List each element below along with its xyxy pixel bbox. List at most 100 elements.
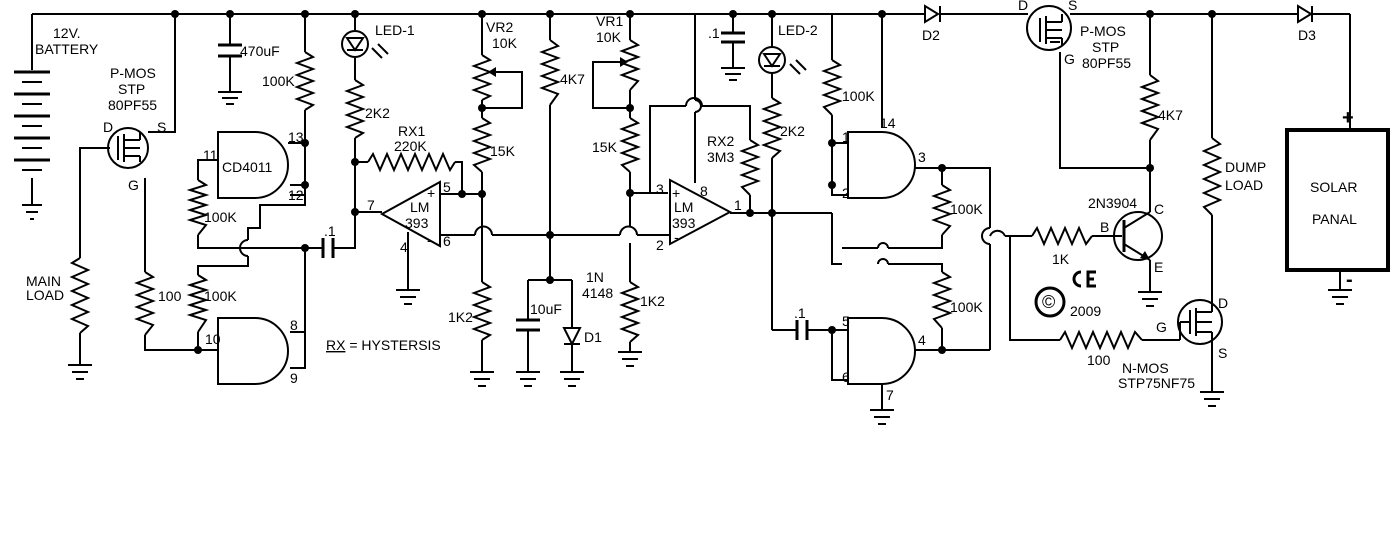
r4k7-mid-label: 4K7 xyxy=(560,71,585,87)
nand-gate-bottom xyxy=(847,317,916,385)
hysteresis-note: RX = HYSTERSIS xyxy=(326,337,441,353)
led1-symbol xyxy=(341,30,389,59)
r4k7-right xyxy=(1139,74,1161,141)
lm393a-minus: - xyxy=(427,232,432,248)
pin-1-lm: 1 xyxy=(734,197,742,213)
cap-0-1-top-label: .1 xyxy=(708,25,720,41)
diode-d2-label: D2 xyxy=(922,27,940,43)
pmos2-gate: G xyxy=(1064,51,1075,67)
pmos2-type: P-MOS xyxy=(1080,23,1126,39)
nmos-gate: G xyxy=(1156,319,1167,335)
diode-d3-label: D3 xyxy=(1298,27,1316,43)
cap-0-1-top-symbol xyxy=(721,31,745,44)
r100-right xyxy=(1059,329,1143,351)
rx1-value: 220K xyxy=(394,138,427,154)
vr2-symbol xyxy=(471,54,505,101)
r1k2-left-label: 1K2 xyxy=(448,309,473,325)
r100-left-label: 100 xyxy=(158,288,182,304)
gate-pin-3: 3 xyxy=(918,149,926,165)
r100k-g3-label: 100K xyxy=(950,201,983,217)
pin-7: 7 xyxy=(367,197,375,213)
r1k2-right-label: 1K2 xyxy=(640,293,665,309)
dump-load-line2: LOAD xyxy=(1225,177,1263,193)
r1k-label: 1K xyxy=(1052,251,1070,267)
r100k-g1-label: 100K xyxy=(204,209,237,225)
r4k7-right-label: 4K7 xyxy=(1158,107,1183,123)
diode-d3-symbol xyxy=(1297,4,1313,24)
r1k-resistor xyxy=(1031,225,1093,247)
r4k7-mid xyxy=(539,39,561,106)
cd4011-gate-bottom xyxy=(217,317,289,385)
r2k2-left-label: 2K2 xyxy=(365,105,390,121)
diode-d1-line1: 1N xyxy=(586,269,604,285)
pin-6: 6 xyxy=(443,233,451,249)
npn-transistor-symbol xyxy=(1113,211,1163,261)
gate-pin-7: 7 xyxy=(886,387,894,403)
vr1-value: 10K xyxy=(596,29,622,45)
dump-load-resistor xyxy=(1201,137,1223,216)
lm393a-line2: 393 xyxy=(405,215,429,231)
r100-right-label: 100 xyxy=(1087,352,1111,368)
pmos2-line1: STP xyxy=(1092,39,1119,55)
r100k-g4-label: 100K xyxy=(950,299,983,315)
hysteresis-rest: = HYSTERSIS xyxy=(345,337,440,353)
cap-470uf-symbol xyxy=(218,43,242,58)
vr2-value: 10K xyxy=(492,35,518,51)
vr1-name: VR1 xyxy=(596,13,623,29)
r100-left xyxy=(134,271,156,336)
nmos-name: STP75NF75 xyxy=(1118,375,1195,391)
ground-symbols xyxy=(68,67,1352,425)
rx2-value: 3M3 xyxy=(707,149,734,165)
solar-minus: - xyxy=(1346,269,1353,291)
cap-470uf-label: 470uF xyxy=(240,43,280,59)
rx1-resistor xyxy=(367,151,456,173)
pmos1-line2: 80PF55 xyxy=(108,97,157,113)
pmos1-drain: D xyxy=(103,119,113,135)
cap-10uf-symbol xyxy=(516,318,540,332)
solar-plus: + xyxy=(1342,107,1354,129)
pin-8-lm: 8 xyxy=(700,183,708,199)
gate-pin-4: 4 xyxy=(918,332,926,348)
r100k-g2 xyxy=(186,274,210,333)
r100k-top xyxy=(294,51,316,111)
r2k2-right-label: 2K2 xyxy=(780,123,805,139)
r1k2-left xyxy=(471,281,493,341)
pin-8: 8 xyxy=(290,317,298,333)
r100k-g4 xyxy=(931,271,953,329)
copyright-circle xyxy=(1034,286,1066,318)
lm393a-plus: + xyxy=(427,185,435,201)
npn-collector: C xyxy=(1154,201,1164,217)
lm393a-line1: LM xyxy=(410,199,429,215)
solar-line1: SOLAR xyxy=(1310,179,1357,195)
dump-load-line1: DUMP xyxy=(1225,159,1266,175)
cap-0-1-a-symbol xyxy=(321,238,335,258)
cap-0-1-a-label: .1 xyxy=(324,223,336,239)
battery-label: BATTERY xyxy=(35,41,99,57)
pmos2-source: S xyxy=(1068,0,1077,13)
wire-hops xyxy=(239,97,1006,265)
diode-d1-line2: 4148 xyxy=(582,285,613,301)
r2k2-right xyxy=(761,97,783,159)
pin-13: 13 xyxy=(288,129,304,145)
nmos-drain: D xyxy=(1218,295,1228,311)
pin-5: 5 xyxy=(443,179,451,195)
r15k-left xyxy=(471,117,493,173)
diode-d1-symbol xyxy=(562,327,582,347)
gate-pin-14: 14 xyxy=(880,115,896,131)
npn-base: B xyxy=(1100,219,1109,235)
pmos1-type: P-MOS xyxy=(110,65,156,81)
gate-pin-2: 2 xyxy=(842,185,850,201)
lm393b-symbol xyxy=(669,178,733,246)
led1-label: LED-1 xyxy=(375,22,415,38)
led2-symbol xyxy=(758,46,807,75)
r100k-top-label: 100K xyxy=(262,73,295,89)
logo-mark xyxy=(1072,270,1096,288)
copyright-mark: © xyxy=(1042,292,1055,312)
pin-12: 12 xyxy=(288,187,304,203)
cd4011-label: CD4011 xyxy=(222,159,273,175)
diode-d1-name: D1 xyxy=(584,329,602,345)
r15k-right-label: 15K xyxy=(592,139,618,155)
r100k-g1 xyxy=(186,179,210,236)
r15k-left-label: 15K xyxy=(490,143,516,159)
lm393b-plus: + xyxy=(672,185,680,201)
